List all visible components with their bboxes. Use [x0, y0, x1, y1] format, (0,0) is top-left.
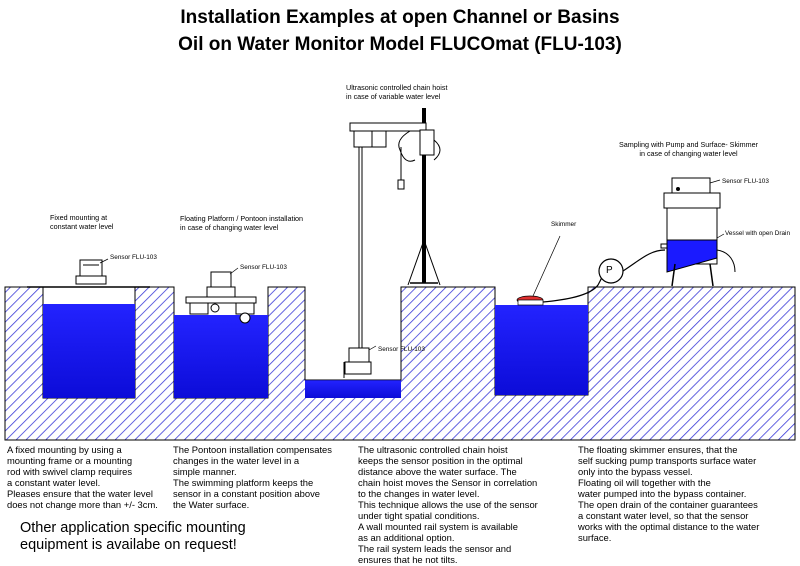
description-pontoon: The Pontoon installation compensates cha… — [173, 444, 332, 510]
water-basin-hoist — [305, 380, 401, 398]
label-sensor-pontoon: Sensor FLU-103 — [240, 264, 287, 271]
bypass-vessel — [660, 177, 736, 287]
label-skimmer: Skimmer — [551, 221, 577, 228]
label-sensor-fixed: Sensor FLU-103 — [110, 254, 157, 261]
pontoon-platform — [185, 267, 257, 324]
water-basin-pontoon — [174, 315, 268, 398]
description-fixed: A fixed mounting by using a mounting fra… — [7, 444, 158, 510]
fixed-sensor — [27, 258, 150, 288]
caption-pontoon: Floating Platform / Pontoon installation… — [180, 214, 304, 232]
label-sensor-pump: Sensor FLU-103 — [722, 178, 769, 185]
water-basin-pump — [495, 305, 588, 395]
hoist-sensor — [343, 345, 377, 378]
label-pump: P — [606, 265, 613, 276]
footer-note: Other application specific mounting equi… — [20, 520, 246, 553]
description-pump: The floating skimmer ensures, that the s… — [578, 444, 760, 543]
pressure-hose — [622, 249, 666, 272]
description-hoist: The ultrasonic controlled chain hoist ke… — [358, 444, 538, 565]
skimmer — [516, 235, 561, 306]
water-basin-fixed — [43, 304, 135, 398]
label-vessel: Vessel with open Drain — [725, 230, 791, 237]
chain-hoist — [349, 108, 441, 348]
page-title: Installation Examples at open Channel or… — [180, 7, 620, 28]
label-sensor-hoist: Sensor FLU-103 — [378, 346, 425, 353]
page-subtitle: Oil on Water Monitor Model FLUCOmat (FLU… — [178, 34, 622, 55]
